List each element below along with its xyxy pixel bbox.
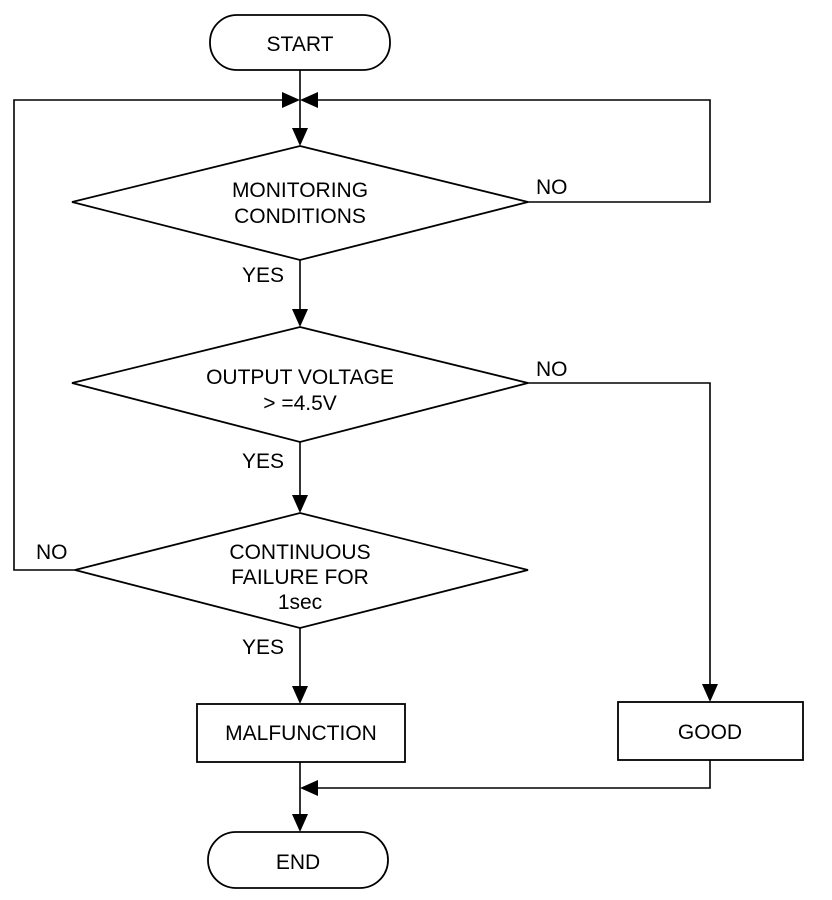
arrowhead-loop-left <box>282 92 300 108</box>
arrowhead-into-end <box>292 814 308 832</box>
decision-output-voltage-line1: OUTPUT VOLTAGE <box>206 366 394 389</box>
decision-monitoring-line2: CONDITIONS <box>234 205 366 228</box>
arrowhead-loop-right <box>300 92 318 108</box>
label-d2-no: NO <box>536 358 568 381</box>
decision-monitoring-conditions <box>71 145 529 261</box>
arrowhead-into-malfunction <box>292 686 308 704</box>
arrowhead-into-d3 <box>292 495 308 513</box>
arrowhead-into-good <box>702 684 718 702</box>
arrowhead-into-d1 <box>292 128 308 146</box>
malfunction-box <box>196 703 406 763</box>
connector-d2-to-good <box>528 382 711 688</box>
good-label: GOOD <box>678 721 742 744</box>
decision-continuous-failure-line2: FAILURE FOR <box>231 566 369 589</box>
decision-continuous-failure-line1: CONTINUOUS <box>229 541 370 564</box>
decision-output-voltage <box>71 326 529 443</box>
label-d1-no: NO <box>536 176 568 199</box>
decision-continuous-failure-line3: 1sec <box>278 591 322 614</box>
start-label: START <box>267 33 334 56</box>
start-terminal <box>209 14 391 71</box>
decision-output-voltage-line2: > =4.5V <box>263 392 337 415</box>
label-d2-yes: YES <box>242 450 284 473</box>
connector-loop-right <box>314 99 711 203</box>
label-d1-yes: YES <box>242 264 284 287</box>
decision-monitoring-line1: MONITORING <box>232 179 368 202</box>
malfunction-label: MALFUNCTION <box>225 722 377 745</box>
arrowhead-good-join <box>300 780 318 796</box>
label-d3-yes: YES <box>242 636 284 659</box>
end-terminal <box>207 831 389 889</box>
arrowhead-into-d2 <box>292 309 308 327</box>
connector-good-to-join <box>316 760 711 789</box>
good-box <box>617 701 804 761</box>
connector-loop-left <box>13 99 286 571</box>
decision-continuous-failure <box>74 512 529 629</box>
label-d3-no: NO <box>36 541 68 564</box>
end-label: END <box>276 851 320 874</box>
